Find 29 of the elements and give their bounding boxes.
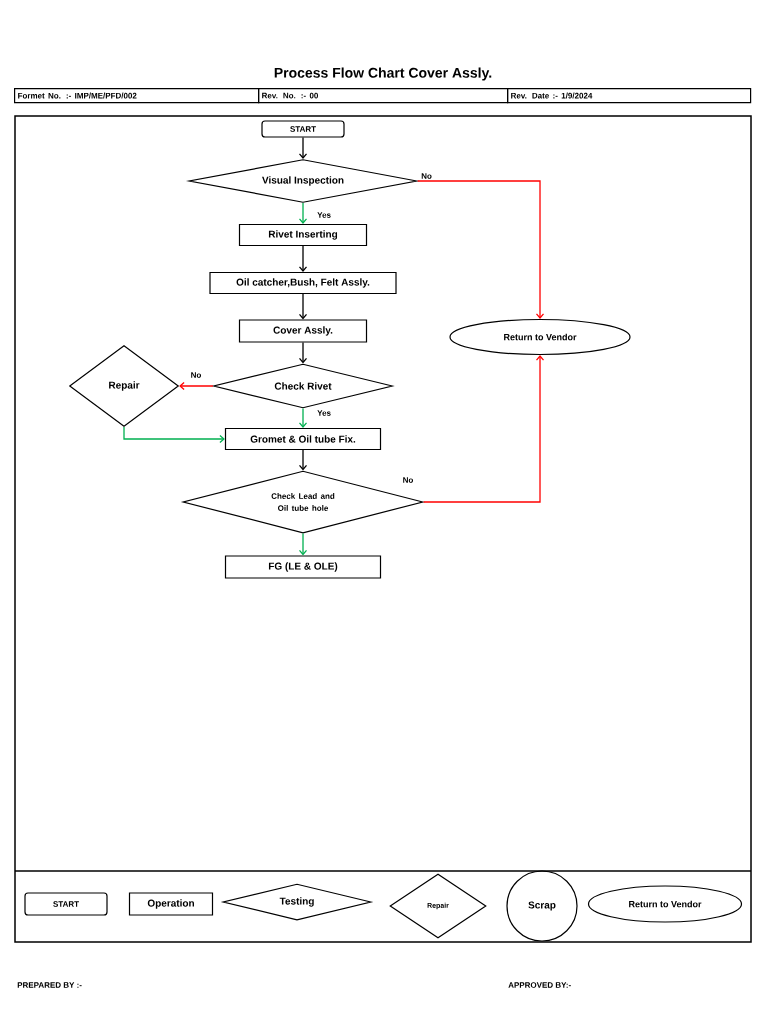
flow-arrow	[123, 426, 225, 444]
flow-arrow	[298, 449, 308, 471]
flow-arrow	[416, 180, 545, 319]
flow-arrow	[298, 293, 308, 320]
signature-label: APPROVED BY:-	[508, 982, 571, 988]
process-box: FG (LE & OLE)	[224, 555, 382, 579]
flow-arrow	[179, 381, 214, 391]
flow-arrow	[298, 245, 308, 272]
flow-arrow	[298, 532, 308, 556]
process-box: Oil catcher,Bush, Felt Assly.	[209, 271, 397, 295]
flow-arrow	[298, 341, 308, 364]
table-cell: Formet No. :- IMP/ME/PFD/002	[14, 88, 260, 104]
signature-label: PREPARED BY :-	[17, 982, 82, 988]
flow-arrow	[422, 355, 545, 503]
chart-title: Process Flow Chart Cover Assly.	[274, 67, 492, 81]
process-box: Cover Assly.	[238, 319, 368, 343]
start-box: START	[261, 120, 345, 138]
flow-arrow	[298, 136, 308, 159]
edge-label: No	[420, 172, 433, 180]
process-box: Gromet & Oil tube Fix.	[224, 427, 382, 451]
table-cell: Rev. No. :- 00	[258, 88, 509, 104]
table-cell: Rev. Date :- 1/9/2024	[507, 88, 752, 104]
flow-arrow	[298, 407, 308, 428]
edge-label: Yes	[316, 409, 332, 417]
flow-arrow	[298, 202, 308, 224]
edge-label: No	[401, 476, 415, 484]
edge-label: No	[189, 371, 203, 379]
edge-label: Yes	[316, 211, 332, 219]
process-box: Rivet Inserting	[238, 223, 368, 247]
